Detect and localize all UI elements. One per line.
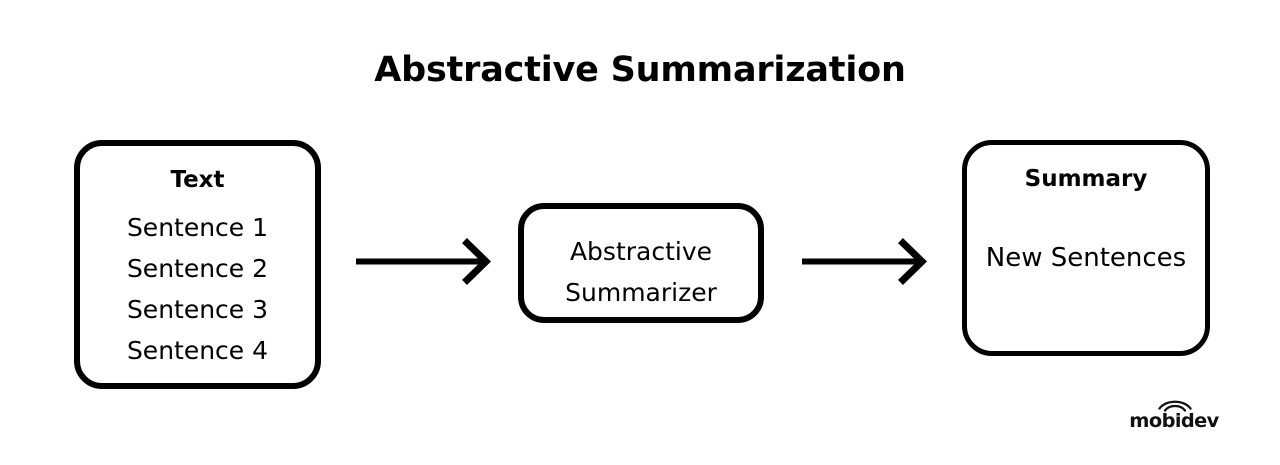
node-text: Text Sentence 1 Sentence 2 Sentence 3 Se…: [74, 140, 321, 389]
node-text-lines: Sentence 1 Sentence 2 Sentence 3 Sentenc…: [80, 207, 315, 371]
brand-logo-wordmark: mobidev: [1129, 410, 1219, 432]
arrow-right-icon: [802, 238, 928, 285]
node-summary: Summary New Sentences: [962, 140, 1210, 356]
brand-logo: mobidev: [1128, 398, 1220, 434]
node-summarizer-line: Summarizer: [565, 278, 717, 307]
node-text-heading: Text: [170, 167, 225, 193]
arrow-summarizer-to-summary: [800, 238, 928, 286]
arrow-text-to-summarizer: [354, 238, 492, 286]
node-summarizer-line: Abstractive: [569, 237, 713, 266]
node-text-line: Sentence 1: [126, 213, 269, 242]
page-title: Abstractive Summarization: [374, 50, 906, 90]
node-summary-lines: New Sentences: [967, 242, 1205, 274]
node-summarizer-lines: Abstractive Summarizer: [524, 231, 758, 313]
node-text-line: Sentence 4: [126, 336, 269, 365]
node-abstractive-summarizer: Abstractive Summarizer: [518, 203, 764, 323]
arrow-right-icon: [356, 238, 492, 285]
node-summary-line: New Sentences: [985, 243, 1187, 273]
node-text-line: Sentence 3: [126, 295, 269, 324]
node-text-line: Sentence 2: [126, 254, 269, 283]
signal-arc-icon: [1158, 400, 1192, 412]
node-summary-heading: Summary: [1024, 166, 1148, 192]
